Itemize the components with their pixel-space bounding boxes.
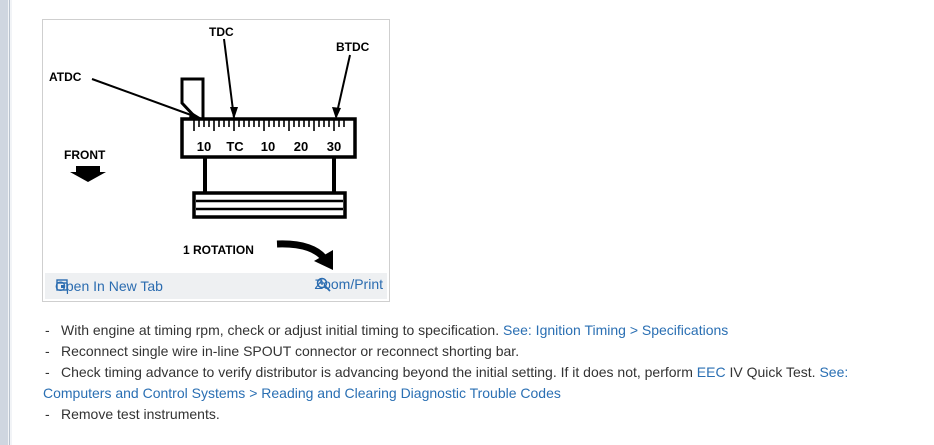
procedure-steps: -With engine at timing rpm, check or adj… [43,320,903,425]
front-label: FRONT [64,148,106,162]
crankshaft-damper [192,191,347,219]
timing-diagram-figure: 10 TC 10 20 30 TDC BTDC ATDC FRONT 1 ROT… [42,19,390,302]
scale-label-10: 10 [261,139,275,154]
front-arrow-icon [70,166,106,182]
step-1: -With engine at timing rpm, check or adj… [43,320,903,341]
zoom-icon [316,277,331,292]
new-tab-icon [56,279,68,291]
figure-toolbar: Open In New Tab Zoom/Print [45,273,387,299]
zoom-print-label: Zoom/Print [314,276,383,292]
scale-label-tc: TC [226,139,244,154]
step-bullet: - [45,364,50,380]
step-bullet: - [45,343,50,359]
scale-label-30: 30 [327,139,341,154]
step-4: -Remove test instruments. [43,404,903,425]
diagnostic-trouble-codes-link[interactable]: See: Computers and Control Systems > Rea… [43,364,849,401]
step-bullet: - [45,406,50,422]
step-3-text-a: Check timing advance to verify distribut… [61,364,697,380]
tdc-label: TDC [209,25,234,39]
step-bullet: - [45,322,50,338]
step-2: -Reconnect single wire in-line SPOUT con… [43,341,903,362]
left-edge-scrollbar [0,0,12,445]
step-3-text-b: IV Quick Test. [725,364,820,380]
scale-label-20: 20 [294,139,308,154]
step-1-text: With engine at timing rpm, check or adju… [61,322,503,338]
zoom-print-button[interactable]: Zoom/Print [315,276,383,292]
step-2-text: Reconnect single wire in-line SPOUT conn… [61,343,520,359]
open-in-new-tab-button[interactable]: Open In New Tab [55,278,163,294]
scale-label-10-atdc: 10 [197,139,211,154]
rotation-label: 1 ROTATION [183,243,254,257]
step-4-text: Remove test instruments. [61,406,220,422]
eec-glossary-link[interactable]: EEC [696,364,726,380]
step-3: -Check timing advance to verify distribu… [43,362,903,404]
timing-marks-diagram: 10 TC 10 20 30 TDC BTDC ATDC FRONT 1 ROT… [49,25,370,270]
ignition-timing-specifications-link[interactable]: See: Ignition Timing > Specifications [502,322,729,338]
atdc-label: ATDC [49,70,82,84]
btdc-label: BTDC [336,40,370,54]
open-in-new-tab-label: Open In New Tab [55,278,163,294]
